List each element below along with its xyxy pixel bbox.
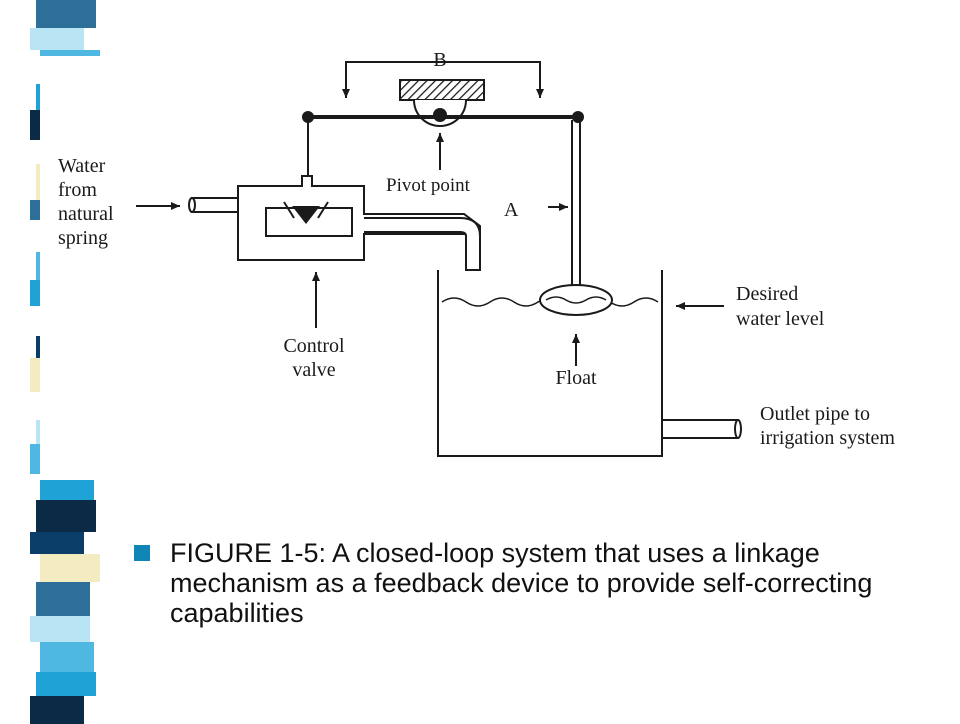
stripe-segment — [36, 582, 90, 616]
label-desired-line1: Desired — [736, 283, 798, 305]
label-desired-line2: water level — [736, 308, 825, 330]
caption-text: FIGURE 1-5: A closed-loop system that us… — [170, 538, 873, 628]
label-water-line3: natural — [58, 203, 114, 225]
label-float: Float — [555, 367, 597, 389]
square-bullet-icon — [134, 545, 150, 561]
label-water-line1: Water — [58, 155, 106, 177]
stripe-segment — [36, 672, 96, 696]
label-b: B — [433, 49, 446, 71]
label-a: A — [504, 199, 519, 221]
label-pivot-point: Pivot point — [386, 175, 471, 196]
closed-loop-diagram: B Pivot point A Water from natural sprin… — [40, 0, 960, 480]
label-control-line2: valve — [292, 359, 335, 381]
pivot-support — [399, 79, 485, 101]
stripe-segment — [36, 0, 96, 28]
stripe-segment — [36, 500, 96, 532]
label-outlet-line2: irrigation system — [760, 427, 895, 449]
label-water-line2: from — [58, 179, 97, 201]
label-outlet-line1: Outlet pipe to — [760, 403, 870, 425]
label-water-line4: spring — [58, 227, 108, 249]
stripe-segment — [30, 696, 84, 724]
control-valve-body — [237, 175, 481, 269]
stripe-segment — [30, 28, 84, 50]
float — [539, 284, 613, 316]
water-tank — [437, 270, 663, 457]
stripe-segment — [30, 616, 90, 642]
figure-caption: FIGURE 1-5: A closed-loop system that us… — [134, 538, 934, 628]
stripe-segment — [40, 642, 94, 672]
stripe-segment — [30, 532, 84, 554]
stripe-segment — [40, 554, 100, 582]
label-control-line1: Control — [283, 335, 345, 357]
